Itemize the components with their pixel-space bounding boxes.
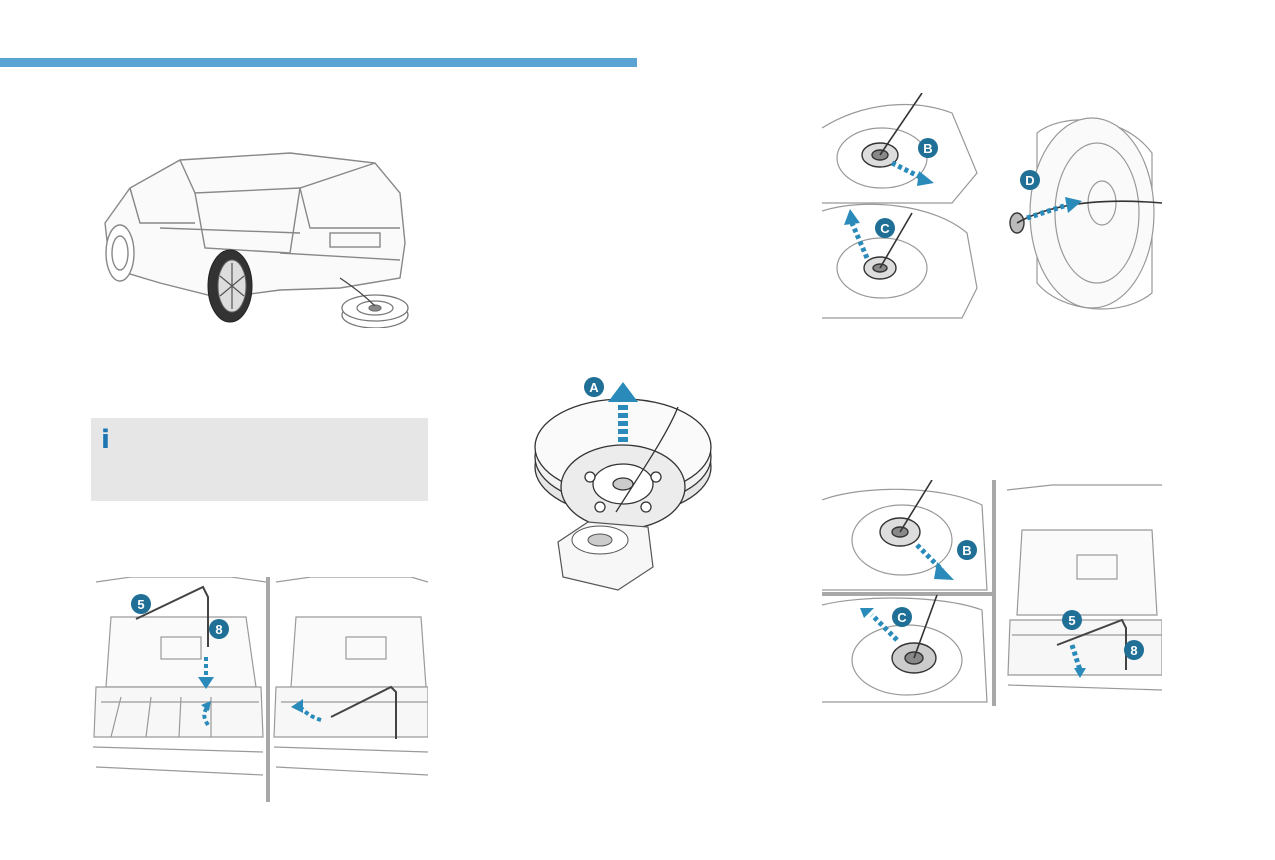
callout-d: D <box>1025 173 1034 188</box>
spare-wheel-lift-illustration: A <box>534 377 712 591</box>
callout-a: A <box>589 380 599 395</box>
spare-wheel-fixing-details: B C D <box>822 93 1162 319</box>
spare-wheel-refit-details: B C 5 8 <box>822 480 1162 706</box>
callout-5: 5 <box>137 597 144 612</box>
section-header-bar <box>0 58 637 67</box>
callout-8-refit: 8 <box>1130 643 1137 658</box>
callout-8: 8 <box>215 622 222 637</box>
trunk-tool-storage-illustration: 5 8 <box>92 577 428 802</box>
callout-c-refit: C <box>897 610 907 625</box>
callout-5-refit: 5 <box>1068 613 1075 628</box>
info-icon: i <box>101 425 110 455</box>
car-spare-wheel-illustration <box>104 152 409 328</box>
info-note-box: i <box>91 418 428 501</box>
callout-b-refit: B <box>962 543 971 558</box>
callout-b: B <box>923 141 932 156</box>
callout-c: C <box>880 221 890 236</box>
